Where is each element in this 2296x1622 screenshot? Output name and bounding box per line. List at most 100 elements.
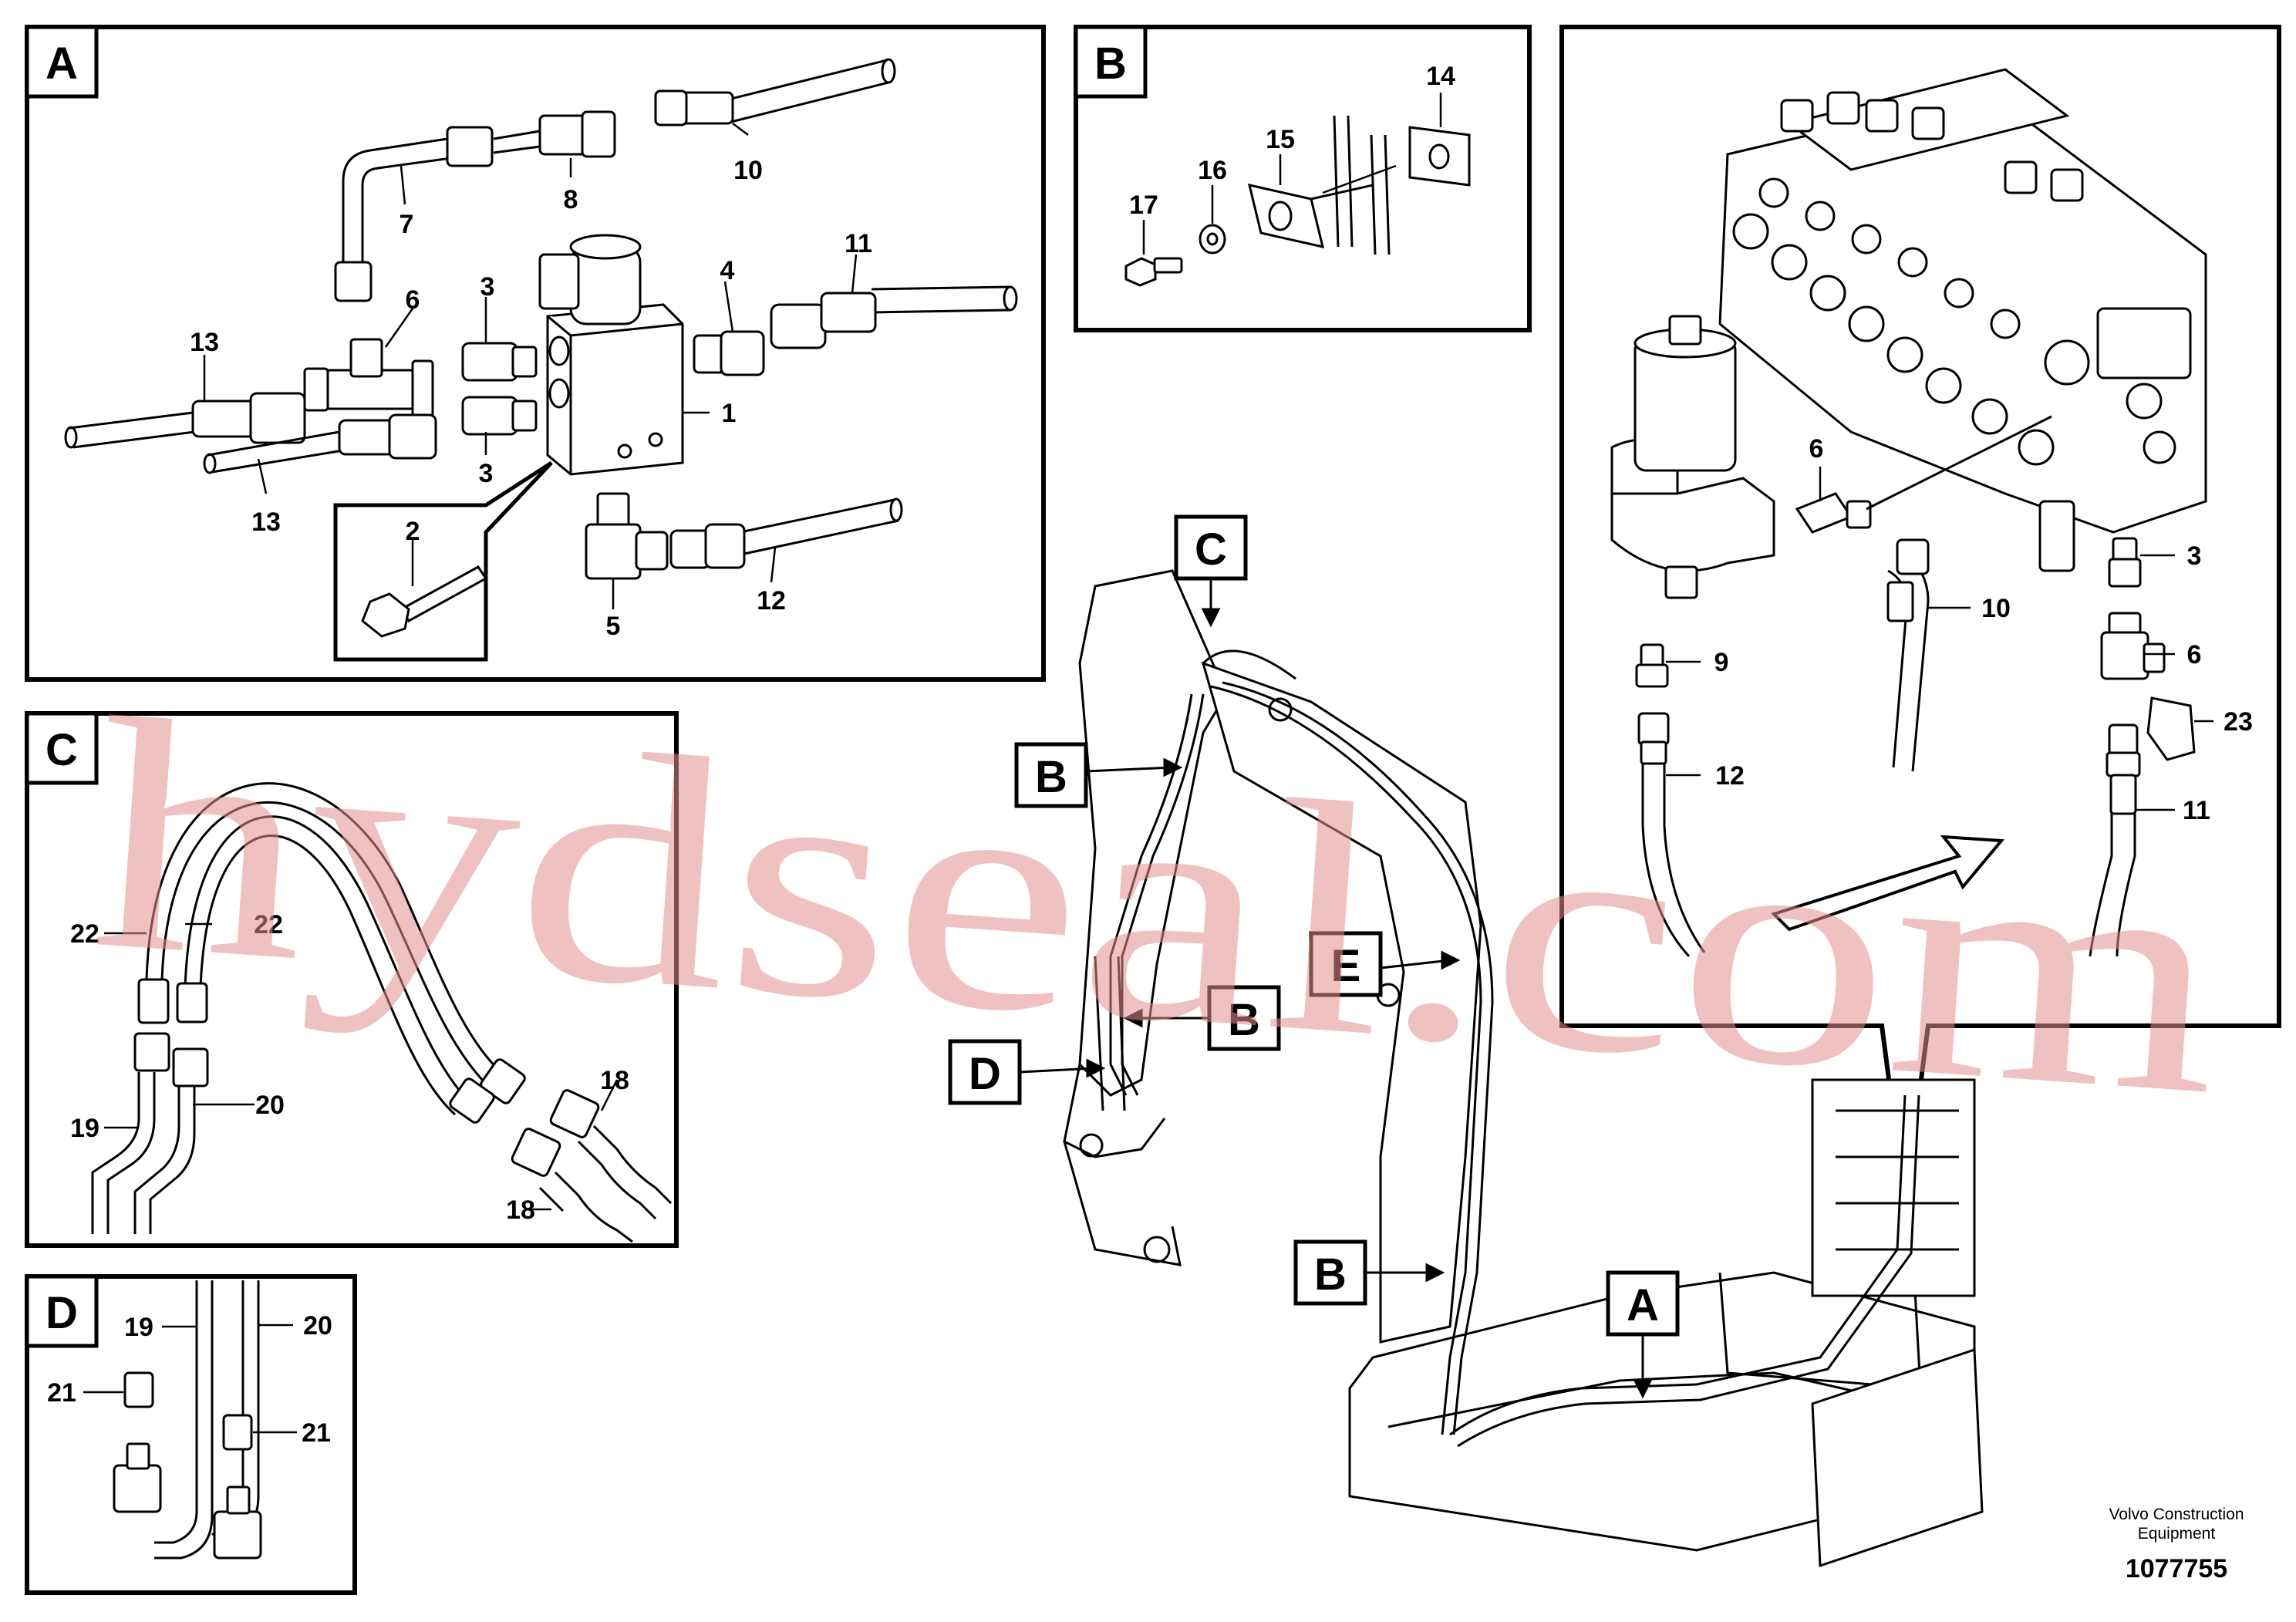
adapter-4 (693, 330, 765, 376)
label-a-5: 5 (606, 612, 621, 641)
label-a-3-upper: 3 (480, 272, 495, 302)
label-detail-12: 12 (1715, 761, 1745, 791)
label-a-12: 12 (757, 586, 786, 615)
hose-12 (669, 497, 903, 569)
label-a-2: 2 (406, 517, 420, 546)
panel-c: C (25, 711, 679, 1248)
panel-c-leaders (104, 922, 619, 1211)
label-detail-9: 9 (1714, 648, 1729, 677)
panel-c-letter: C (46, 725, 78, 775)
svg-text:B: B (1228, 995, 1260, 1045)
label-a-10: 10 (733, 156, 763, 185)
tee-6 (303, 338, 434, 418)
panel-b-letter: B (1094, 39, 1127, 89)
detail-adapter-9 (1635, 643, 1669, 688)
panel-d: D 19 20 21 21 (25, 1274, 357, 1595)
panel-a-leaders (203, 123, 858, 609)
callout-b-upper: B (1014, 742, 1183, 808)
panel-d-leaders (83, 1324, 297, 1434)
bolt-2 (361, 565, 488, 638)
label-b-17: 17 (1129, 191, 1158, 220)
label-a-1: 1 (722, 399, 737, 428)
label-detail-6-right: 6 (2187, 640, 2202, 669)
label-a-11: 11 (845, 229, 872, 258)
hose-10 (654, 58, 896, 126)
hose-13-lower (203, 413, 437, 474)
label-d-21-left: 21 (47, 1378, 76, 1408)
label-b-15: 15 (1266, 125, 1295, 154)
label-detail-3: 3 (2187, 541, 2202, 571)
pipe-7 (334, 126, 541, 302)
label-detail-23: 23 (2224, 707, 2253, 737)
label-c-22-right: 22 (254, 910, 283, 939)
adapter-3-lower (461, 396, 538, 436)
callout-b-middle: B (1123, 985, 1281, 1051)
panel-b: B 14 15 16 1 (1074, 25, 1532, 332)
detail-leaders (1666, 467, 2213, 811)
label-c-20: 20 (255, 1091, 285, 1120)
label-a-6: 6 (406, 285, 420, 315)
svg-text:A: A (1627, 1280, 1659, 1330)
label-a-8: 8 (564, 185, 578, 214)
adapter-8 (538, 110, 616, 158)
direction-arrow (1771, 835, 2005, 932)
label-a-3-lower: 3 (479, 459, 494, 488)
rods-b (1333, 115, 1391, 255)
hoses-22 (145, 782, 510, 1116)
panel-a-letter-box (25, 25, 99, 99)
label-c-18-lower: 18 (506, 1195, 535, 1225)
detail-panel: 6 3 9 10 6 23 12 11 (1559, 25, 2281, 1204)
panel-b-frame (1074, 25, 1532, 332)
panel-c-letter-box (25, 711, 99, 785)
label-a-4: 4 (720, 256, 735, 285)
callout-b-lower: B (1293, 1239, 1445, 1306)
svg-text:E: E (1331, 941, 1361, 991)
company-line-1: Volvo Construction (2109, 1506, 2244, 1523)
control-valve (1718, 68, 2207, 572)
swivel-joint (1610, 315, 1775, 599)
detail-hose-10 (1886, 538, 1930, 772)
valve-block-1 (538, 234, 684, 476)
document-number: 1077755 (2126, 1554, 2227, 1583)
label-b-16: 16 (1198, 156, 1227, 185)
callout-a: A (1606, 1270, 1680, 1399)
label-a-7: 7 (400, 210, 414, 239)
bracket-15 (1247, 184, 1374, 248)
label-d-21-right: 21 (302, 1418, 331, 1448)
callout-e: E (1309, 931, 1461, 997)
detail-hose-11 (2089, 723, 2141, 957)
label-d-19: 19 (124, 1313, 153, 1342)
panel-a-letter: A (46, 39, 78, 89)
callout-c: C (1174, 514, 1248, 628)
label-a-13-upper: 13 (190, 328, 219, 357)
bolt-17 (1124, 257, 1183, 287)
excavator (1063, 569, 1984, 1568)
label-d-20: 20 (303, 1311, 332, 1340)
label-detail-10: 10 (1981, 594, 2011, 623)
svg-text:B: B (1035, 752, 1067, 802)
panel-b-letter-box (1074, 25, 1148, 99)
callout-d: D (948, 1039, 1106, 1105)
washer-16 (1199, 224, 1226, 255)
fittings-d (113, 1371, 262, 1560)
svg-text:C: C (1195, 524, 1227, 575)
panel-d-letter-box (25, 1274, 99, 1348)
panel-d-letter: D (46, 1288, 78, 1338)
panel-d-frame (25, 1274, 357, 1595)
label-detail-6-top: 6 (1809, 434, 1824, 464)
fittings-c (133, 978, 600, 1177)
svg-text:D: D (969, 1049, 1001, 1099)
panel-b-leaders (1142, 93, 1442, 255)
elbow-5 (585, 492, 669, 580)
label-b-14: 14 (1426, 62, 1455, 91)
label-a-13-lower: 13 (251, 508, 281, 537)
label-c-22-left: 22 (70, 919, 99, 949)
panel-a: A (25, 25, 1046, 682)
detail-fitting-6-top (1795, 415, 2052, 534)
detail-elbow-23 (2146, 696, 2196, 761)
detail-hose-12 (1637, 712, 1706, 958)
panel-c-frame (25, 711, 679, 1248)
detail-adapter-3 (2108, 537, 2142, 588)
label-c-18-upper: 18 (600, 1066, 629, 1095)
